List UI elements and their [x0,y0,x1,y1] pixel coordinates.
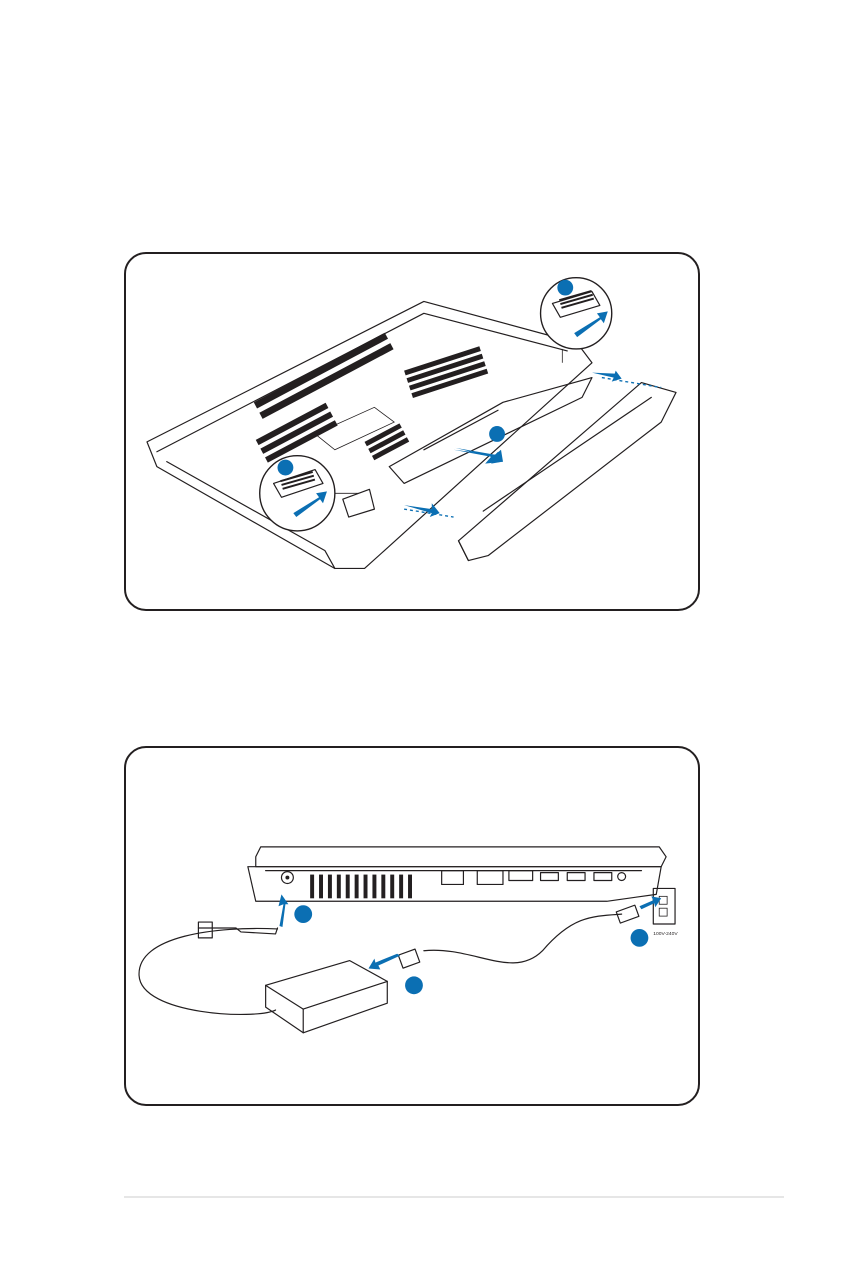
bottom-vents [253,332,489,463]
step-1-marker [557,279,574,296]
step-2-marker [630,928,649,947]
outlet-voltage-label: 100V-240V [653,931,678,937]
power-illustration: 100V-240V [138,846,678,1034]
step-2-marker [489,426,505,442]
step-3-marker [277,459,294,476]
battery-install-figure [124,252,700,611]
power-connect-figure: 100V-240V [124,746,700,1106]
side-vents [310,874,412,899]
step-3-marker [405,976,423,995]
footer-rule [124,1196,784,1198]
battery-illustration [146,277,677,570]
step-1-marker [294,905,313,924]
